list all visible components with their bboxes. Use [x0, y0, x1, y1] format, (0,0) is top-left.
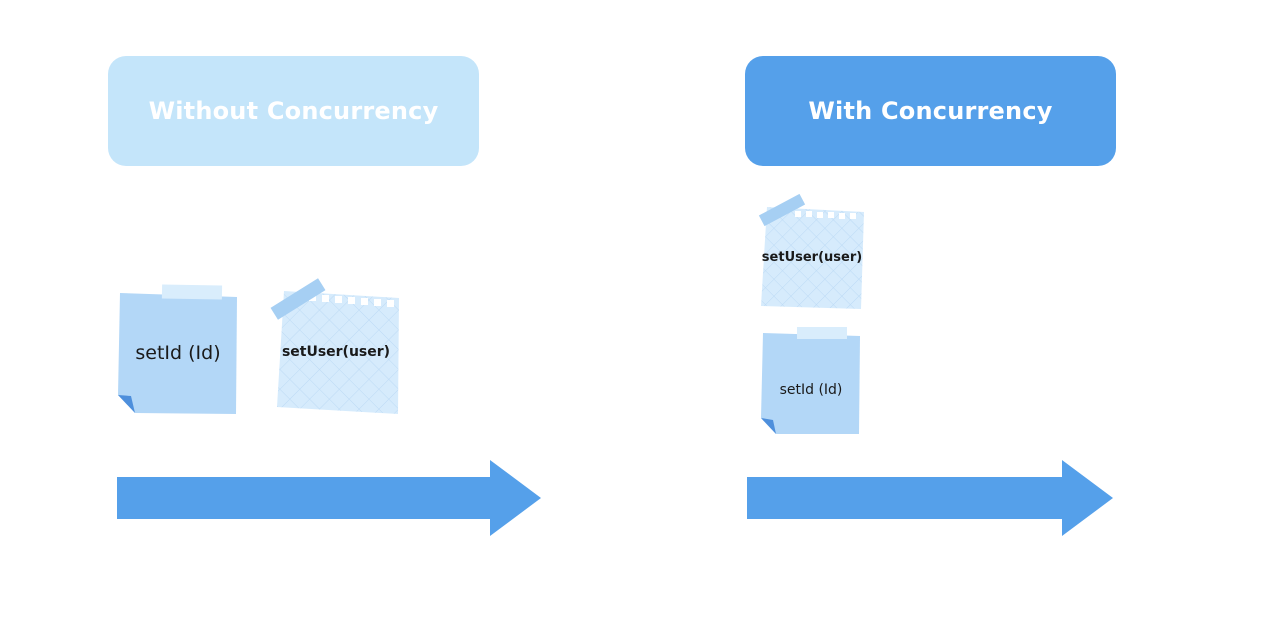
- sticky-note-label: setUser(user): [757, 250, 867, 265]
- sticky-note-label: setId (Id): [760, 382, 862, 398]
- sticky-note-setuser-left: setUser(user): [270, 280, 402, 416]
- sticky-note-setuser-right: setUser(user): [757, 194, 867, 312]
- with-concurrency-title: With Concurrency: [745, 56, 1116, 166]
- timeline-arrow-right: [747, 459, 1115, 539]
- sticky-note-label: setUser(user): [270, 344, 402, 360]
- without-concurrency-title: Without Concurrency: [108, 56, 479, 166]
- without-concurrency-title-text: Without Concurrency: [149, 97, 439, 125]
- sticky-note-shape: [760, 326, 862, 436]
- sticky-note-setid-left: setId (Id): [117, 284, 239, 416]
- timeline-arrow-left: [117, 459, 543, 539]
- with-concurrency-title-text: With Concurrency: [808, 97, 1052, 125]
- sticky-note-setid-right: setId (Id): [760, 326, 862, 436]
- sticky-note-label: setId (Id): [117, 342, 239, 364]
